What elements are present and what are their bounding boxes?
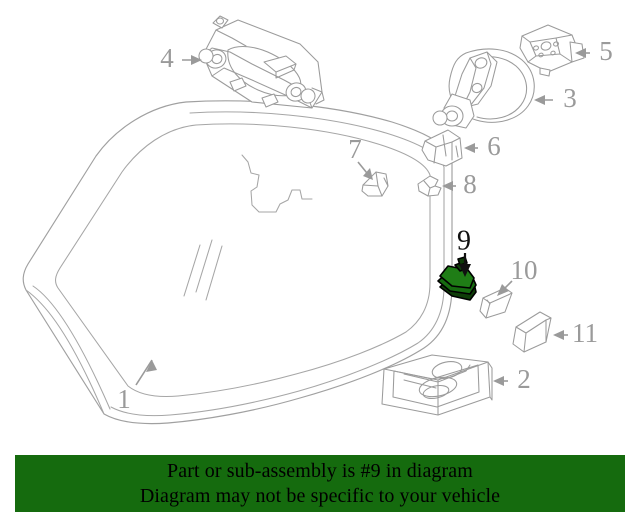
callout-label-4: 4 [160, 43, 174, 73]
part-3-inside-rearview-mirror: 3 [432, 48, 577, 129]
part-notice-banner: Part or sub-assembly is #9 in diagram Di… [15, 455, 625, 512]
arrowhead-2 [493, 376, 504, 386]
callout-label-6: 6 [487, 131, 501, 161]
callout-label-2: 2 [517, 364, 531, 394]
arrowhead-8 [442, 181, 453, 191]
arrowhead-5 [575, 48, 586, 58]
callout-label-9: 9 [457, 225, 471, 256]
part-1-windshield-glass: 1 [22, 100, 453, 425]
callout-label-10: 10 [511, 255, 538, 285]
parts-diagram-canvas: 1 [22, 15, 613, 425]
arrowhead-7 [363, 168, 373, 180]
parts-diagram-illustration: 1 [22, 15, 613, 425]
part-11-sensor-cover-cap-large: 11 [512, 311, 598, 353]
callout-label-11: 11 [572, 318, 598, 348]
arrowhead-10 [497, 284, 509, 296]
part-4-roof-module-assembly: 4 [160, 15, 325, 109]
part-6-wedge-bracket: 6 [421, 129, 501, 167]
part-7-small-retainer-clip: 7 [348, 134, 389, 197]
part-2-component-tray-housing: 2 [381, 354, 531, 416]
arrowhead-9 [459, 264, 471, 277]
banner-line-part-number: Part or sub-assembly is #9 in diagram [167, 459, 473, 482]
callout-label-1: 1 [117, 384, 131, 414]
callout-label-3: 3 [563, 83, 577, 113]
arrowhead-1 [146, 360, 157, 372]
part-8-small-mounting-clip: 8 [417, 169, 477, 199]
arrowhead-11 [553, 330, 564, 340]
callout-label-8: 8 [463, 169, 477, 199]
part-5-mirror-mount-bracket-cover: 5 [519, 24, 613, 77]
leader-line-1 [135, 359, 153, 386]
callout-label-7: 7 [348, 134, 362, 164]
callout-label-5: 5 [599, 36, 613, 66]
arrowhead-4 [191, 55, 202, 65]
arrowhead-6 [464, 143, 475, 153]
arrowhead-3 [534, 95, 545, 105]
part-10-sensor-cover-cap-small: 10 [479, 255, 538, 319]
part-9-rain-sensor-module-highlighted: 9 [437, 225, 477, 301]
banner-line-disclaimer: Diagram may not be specific to your vehi… [139, 484, 501, 507]
